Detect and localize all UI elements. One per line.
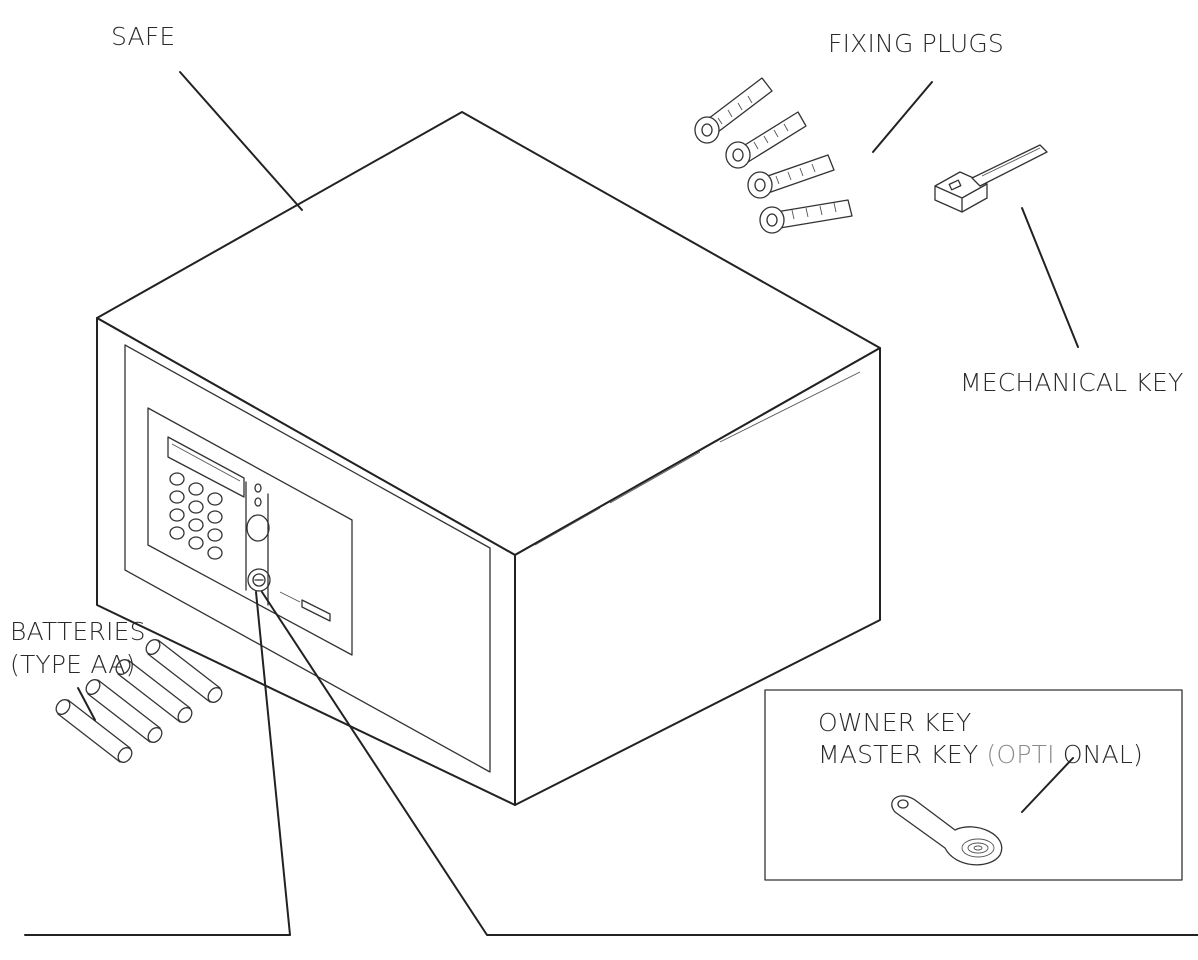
safe-edge-highlight: [534, 371, 861, 546]
label-master-key-suffix: ONAL): [1054, 740, 1144, 769]
door-handle-line: [279, 591, 301, 603]
led-indicator: [254, 483, 262, 493]
owner-key-illustration: [891, 795, 1003, 866]
mechanical-key-illustration: [934, 144, 1048, 213]
key-reader-button: [246, 514, 270, 542]
fixing-plugs-illustration: [694, 77, 853, 234]
safe-right-face: [514, 347, 881, 806]
leader-line-owner-key: [1021, 757, 1074, 813]
label-fixing-plugs: FIXING PLUGS: [828, 29, 1004, 58]
key-head-edges: [934, 183, 988, 213]
leader-line-keyhole-right: [261, 591, 1198, 936]
label-batteries: BATTERIES: [10, 617, 146, 646]
label-master-key-text: MASTER KEY: [818, 740, 987, 769]
leader-line-fixing-plugs: [872, 81, 933, 153]
fixing-plug: [725, 111, 807, 169]
keyhole-outer: [247, 568, 271, 592]
key-head: [934, 171, 988, 213]
leader-line-safe: [179, 71, 303, 211]
fixing-plug: [747, 154, 835, 199]
fixing-plug: [759, 199, 853, 234]
battery: [145, 639, 223, 703]
battery: [55, 699, 133, 763]
leader-lines: [24, 71, 1198, 936]
control-panel: [147, 407, 353, 656]
leader-line-keyhole-left: [24, 591, 291, 936]
label-master-key-highlight: (OPTI: [986, 740, 1055, 769]
battery: [85, 679, 163, 743]
key-blade: [971, 144, 1048, 187]
keypad: [169, 472, 223, 560]
key-blade-groove: [981, 147, 1041, 177]
keyhole-inner: [252, 573, 266, 587]
lcd-display-inner: [171, 443, 241, 482]
safe-door-frame: [124, 344, 491, 773]
label-owner-key: OWNER KEY: [818, 708, 972, 737]
leader-line-batteries: [77, 687, 96, 721]
key-mark: [948, 179, 962, 191]
lcd-display: [167, 436, 245, 498]
label-master-key: MASTER KEY (OPTI ONAL): [818, 740, 1143, 769]
label-batteries-type: (TYPE AA): [10, 650, 136, 679]
battery: [115, 659, 193, 723]
safe-illustration: [96, 111, 881, 806]
batteries-group: [55, 639, 223, 763]
led-indicator: [254, 497, 262, 507]
fixing-plug: [694, 77, 773, 144]
label-safe: SAFE: [111, 22, 176, 51]
door-handle: [301, 599, 331, 622]
leader-line-mechanical-key: [1021, 207, 1079, 348]
owner-key-box: [764, 689, 1183, 881]
label-mechanical-key: MECHANICAL KEY: [960, 368, 1184, 397]
